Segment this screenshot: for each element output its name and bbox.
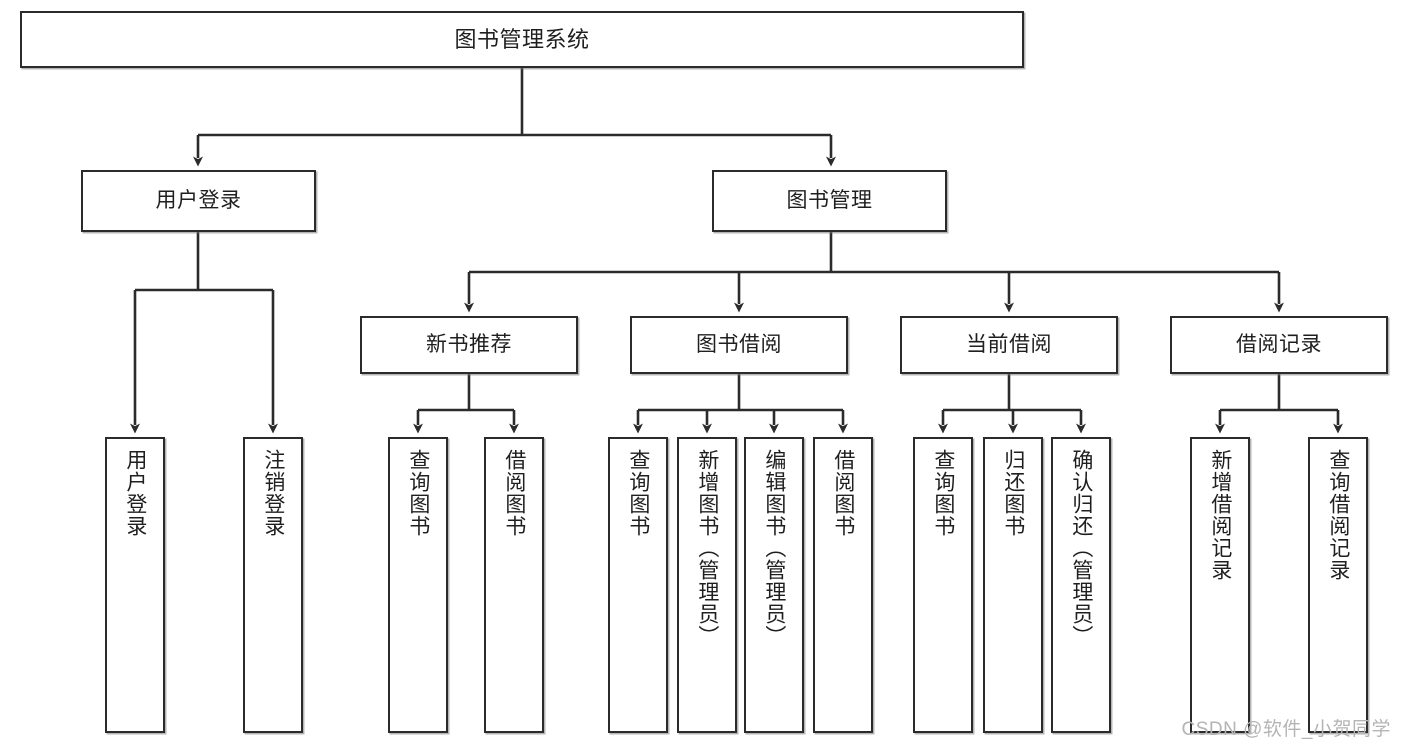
node-book-manage[interactable]: 图书管理 bbox=[712, 170, 947, 232]
node-leaf-return-book-label: 归还图书 bbox=[1001, 449, 1025, 537]
node-leaf-query-borrow-record[interactable]: 查询借阅记录 bbox=[1308, 437, 1368, 733]
node-leaf-borrow-book-1-label: 借阅图书 bbox=[502, 449, 526, 537]
watermark-text: CSDN @软件_小贺同学 bbox=[1181, 719, 1391, 740]
node-new-book-recommend[interactable]: 新书推荐 bbox=[360, 316, 578, 374]
node-current-borrow[interactable]: 当前借阅 bbox=[900, 316, 1118, 374]
node-leaf-user-login[interactable]: 用户登录 bbox=[105, 437, 165, 733]
node-book-borrow[interactable]: 图书借阅 bbox=[630, 316, 848, 374]
node-leaf-add-borrow-record[interactable]: 新增借阅记录 bbox=[1190, 437, 1250, 733]
node-user-login[interactable]: 用户登录 bbox=[81, 170, 316, 232]
node-borrow-record[interactable]: 借阅记录 bbox=[1170, 316, 1388, 374]
node-book-manage-label: 图书管理 bbox=[786, 188, 873, 212]
node-leaf-return-book[interactable]: 归还图书 bbox=[983, 437, 1043, 733]
node-leaf-user-login-label: 用户登录 bbox=[123, 449, 147, 537]
node-leaf-add-borrow-record-label: 新增借阅记录 bbox=[1208, 449, 1232, 581]
node-leaf-query-book-1[interactable]: 查询图书 bbox=[388, 437, 448, 733]
node-leaf-query-book-3-label: 查询图书 bbox=[931, 449, 955, 537]
node-leaf-logout-label: 注销登录 bbox=[261, 449, 285, 537]
node-leaf-logout[interactable]: 注销登录 bbox=[243, 437, 303, 733]
node-leaf-confirm-return-admin-label: 确认归还（管理员） bbox=[1069, 449, 1093, 647]
node-leaf-query-book-1-label: 查询图书 bbox=[406, 449, 430, 537]
node-leaf-query-book-2-label: 查询图书 bbox=[626, 449, 650, 537]
node-leaf-borrow-book-2-label: 借阅图书 bbox=[831, 449, 855, 537]
node-leaf-query-book-2[interactable]: 查询图书 bbox=[608, 437, 668, 733]
node-new-book-recommend-label: 新书推荐 bbox=[426, 332, 512, 356]
node-leaf-query-book-3[interactable]: 查询图书 bbox=[913, 437, 973, 733]
node-borrow-record-label: 借阅记录 bbox=[1236, 332, 1322, 356]
node-leaf-edit-book-admin-label: 编辑图书（管理员） bbox=[762, 449, 786, 647]
node-leaf-borrow-book-2[interactable]: 借阅图书 bbox=[813, 437, 873, 733]
node-current-borrow-label: 当前借阅 bbox=[966, 332, 1052, 356]
node-leaf-query-borrow-record-label: 查询借阅记录 bbox=[1326, 449, 1350, 581]
node-leaf-edit-book-admin[interactable]: 编辑图书（管理员） bbox=[744, 437, 804, 733]
node-root[interactable]: 图书管理系统 bbox=[20, 11, 1024, 68]
node-leaf-add-book-admin-label: 新增图书（管理员） bbox=[695, 449, 719, 647]
node-book-borrow-label: 图书借阅 bbox=[696, 332, 782, 356]
node-user-login-label: 用户登录 bbox=[155, 188, 242, 212]
node-leaf-borrow-book-1[interactable]: 借阅图书 bbox=[484, 437, 544, 733]
node-root-label: 图书管理系统 bbox=[454, 26, 590, 52]
node-leaf-confirm-return-admin[interactable]: 确认归还（管理员） bbox=[1051, 437, 1111, 733]
node-leaf-add-book-admin[interactable]: 新增图书（管理员） bbox=[677, 437, 737, 733]
